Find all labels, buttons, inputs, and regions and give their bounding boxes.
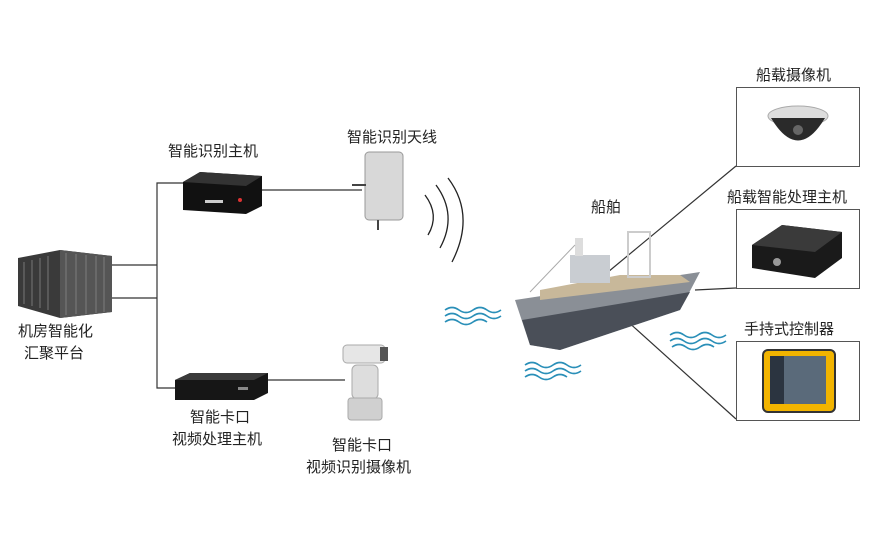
- tablet-icon: [762, 349, 836, 413]
- antenna-label: 智能识别天线: [347, 128, 438, 146]
- recognition-host-label: 智能识别主机: [168, 142, 259, 160]
- onboard-camera-box: [736, 87, 860, 167]
- onboard-processor-box: [736, 209, 860, 289]
- handheld-controller-label: 手持式控制器: [744, 320, 835, 338]
- platform-label-line1: 机房智能化: [18, 322, 94, 340]
- checkpoint-processor-label-line2: 视频处理主机: [172, 430, 263, 448]
- water-waves-icon: [444, 306, 727, 381]
- onboard-camera-label: 船载摄像机: [756, 66, 832, 84]
- onboard-processor-label: 船载智能处理主机: [727, 188, 848, 206]
- link-platform-bus: [112, 182, 183, 389]
- dome-camera-icon: [767, 105, 829, 141]
- checkpoint-processor-icon: [175, 373, 268, 400]
- ship-icon: [515, 231, 700, 350]
- ship-label: 船舶: [591, 198, 622, 216]
- link-ship-camera: [607, 165, 737, 273]
- handheld-controller-box: [736, 341, 860, 421]
- signal-waves-icon: [424, 177, 464, 263]
- link-ship-processor: [694, 287, 737, 291]
- recognition-host-icon: [183, 172, 262, 214]
- checkpoint-camera-label-line2: 视频识别摄像机: [306, 458, 412, 476]
- server-rack-icon: [18, 250, 112, 318]
- platform-label-line2: 汇聚平台: [24, 344, 85, 362]
- processor-unit-icon: [752, 225, 842, 278]
- ptz-camera-icon: [342, 344, 388, 421]
- checkpoint-processor-label-line1: 智能卡口: [190, 408, 251, 426]
- checkpoint-camera-label-line1: 智能卡口: [332, 436, 393, 454]
- antenna-icon: [352, 151, 404, 230]
